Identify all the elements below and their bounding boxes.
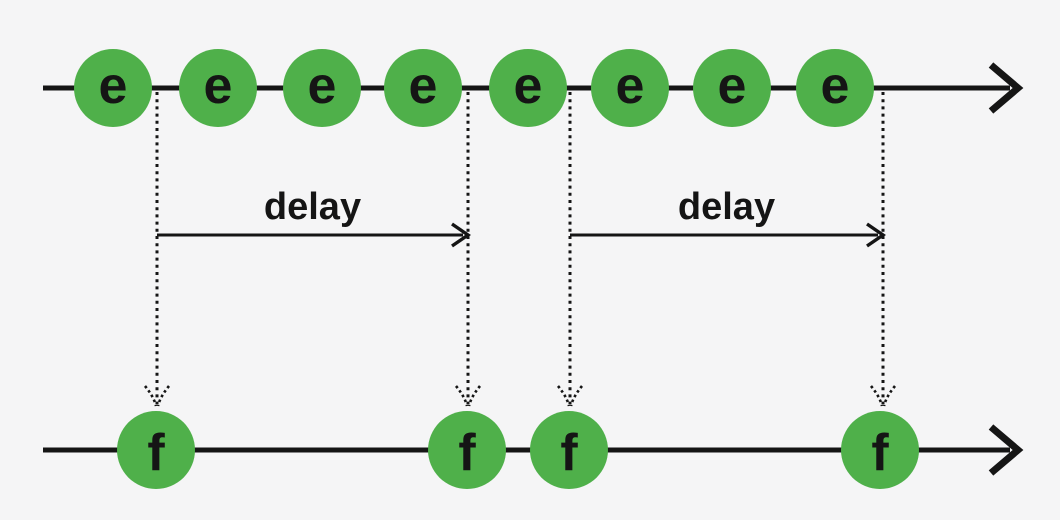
dotted-arrowhead-icon: [556, 385, 584, 407]
source-marble-label: e: [99, 57, 128, 115]
result-marble-label: f: [871, 424, 889, 482]
source-marble: e: [693, 49, 771, 127]
result-marble-label: f: [458, 424, 476, 482]
source-marble: e: [74, 49, 152, 127]
delay-label: delay: [264, 186, 361, 228]
source-marble-label: e: [204, 57, 233, 115]
result-marble-label: f: [560, 424, 578, 482]
dotted-drop-arrow: [143, 92, 171, 407]
result-marble-label: f: [147, 424, 165, 482]
dotted-drop-arrow: [869, 92, 897, 407]
source-marble-label: e: [718, 57, 747, 115]
dotted-arrowhead-icon: [454, 385, 482, 407]
result-marble: f: [117, 411, 195, 489]
source-marble-circle: [74, 49, 152, 127]
dotted-drop-arrow: [454, 92, 482, 407]
source-marble: e: [283, 49, 361, 127]
source-marble: e: [591, 49, 669, 127]
source-marble: e: [796, 49, 874, 127]
delay-annotation: delay: [570, 186, 887, 248]
result-timeline-arrowhead-icon: [988, 424, 1024, 476]
dotted-drop-arrow: [556, 92, 584, 407]
source-marble-label: e: [616, 57, 645, 115]
delay-arrowhead-icon: [451, 222, 472, 248]
source-marble-circle: [384, 49, 462, 127]
result-marble: f: [428, 411, 506, 489]
dotted-arrowhead-icon: [869, 385, 897, 407]
result-marble-circle: [841, 411, 919, 489]
source-marble-circle: [179, 49, 257, 127]
source-marble: e: [179, 49, 257, 127]
result-marble: f: [530, 411, 608, 489]
source-marble-circle: [489, 49, 567, 127]
source-timeline-arrowhead-icon: [988, 62, 1024, 114]
delay-arrowhead-icon: [866, 222, 887, 248]
source-marble-circle: [796, 49, 874, 127]
result-marble-circle: [428, 411, 506, 489]
source-marble-label: e: [514, 57, 543, 115]
source-marble-label: e: [409, 57, 438, 115]
source-marble-label: e: [821, 57, 850, 115]
delay-annotation: delay: [157, 186, 472, 248]
dotted-arrowhead-icon: [143, 385, 171, 407]
delay-label: delay: [678, 186, 775, 228]
source-marble: e: [384, 49, 462, 127]
source-marble: e: [489, 49, 567, 127]
source-marble-circle: [283, 49, 361, 127]
source-marble-circle: [591, 49, 669, 127]
result-marble-circle: [530, 411, 608, 489]
result-marble: f: [841, 411, 919, 489]
source-marble-circle: [693, 49, 771, 127]
source-marble-label: e: [308, 57, 337, 115]
result-marble-circle: [117, 411, 195, 489]
